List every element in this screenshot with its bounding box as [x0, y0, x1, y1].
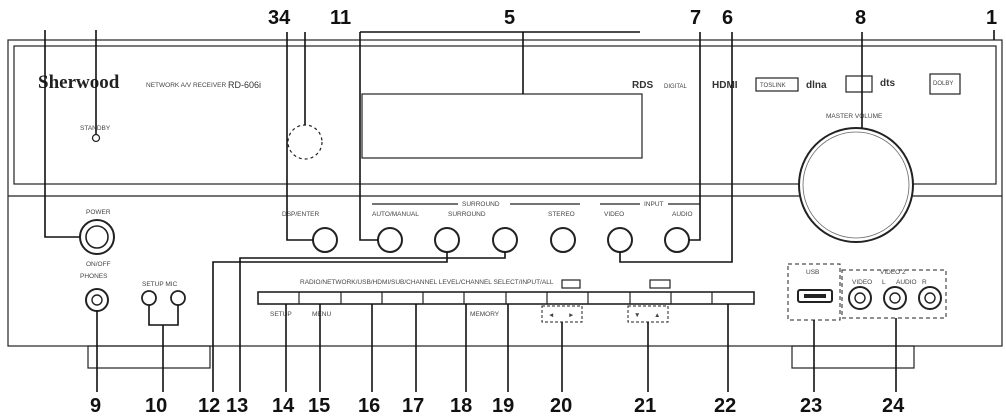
power-button-inner — [85, 225, 109, 249]
leader-lines-top — [44, 30, 995, 263]
auto-manual-button[interactable] — [377, 227, 403, 253]
video2-l-label: L — [882, 279, 886, 286]
surround-prev-label: SURROUND — [448, 211, 486, 218]
tuner-indicator-left — [561, 279, 581, 289]
button-strip — [257, 291, 755, 305]
video2-audio-label: AUDIO — [896, 279, 917, 286]
video2-label: VIDEO 2 — [880, 269, 906, 276]
toslink-logo-box — [755, 77, 799, 92]
input-group-label: INPUT — [644, 201, 664, 208]
callouts-bottom: 9 10 12 13 14 15 16 17 18 19 20 21 22 23… — [90, 395, 905, 417]
setup-mic-label: SETUP MIC — [142, 281, 178, 288]
hdmi-logo: HDMI — [712, 80, 738, 91]
callout-15: 15 — [308, 395, 330, 417]
svg-text:▲: ▲ — [654, 312, 660, 319]
callouts-top: 34 11 5 7 6 8 1 — [268, 7, 997, 29]
dts-logo: dts — [880, 78, 895, 89]
callout-8: 8 — [855, 7, 866, 29]
callout-23: 23 — [800, 395, 822, 417]
svg-text:►: ► — [568, 312, 574, 319]
video-label: VIDEO — [604, 211, 624, 218]
dlna-logo: dlna — [806, 80, 827, 91]
setup-mic-jack-2[interactable] — [170, 290, 186, 306]
product-name: NETWORK A/V RECEIVER — [146, 82, 226, 89]
onoff-label: ON/OFF — [86, 261, 111, 268]
master-volume-label: MASTER VOLUME — [826, 113, 883, 120]
video-input-button[interactable] — [607, 227, 633, 253]
audio-input-button[interactable] — [664, 227, 690, 253]
callout-17: 17 — [402, 395, 424, 417]
callout-1: 1 — [986, 7, 997, 29]
phones-jack[interactable] — [85, 288, 109, 312]
surround-next-button[interactable] — [492, 227, 518, 253]
callout-20: 20 — [550, 395, 572, 417]
callout-14: 14 — [272, 395, 295, 417]
display-window — [361, 93, 643, 159]
callout-6: 6 — [722, 7, 733, 29]
brand-logo: Sherwood — [38, 72, 120, 93]
remote-sensor — [287, 124, 323, 160]
power-label: POWER — [86, 209, 111, 216]
callout-5: 5 — [504, 7, 515, 29]
callout-16: 16 — [358, 395, 380, 417]
svg-text:▼: ▼ — [634, 312, 640, 319]
usb-port-contact — [804, 294, 826, 298]
audio-label: AUDIO — [672, 211, 693, 218]
callout-9: 9 — [90, 395, 101, 417]
video2-audio-l-jack[interactable] — [883, 286, 907, 310]
svg-text:◄: ◄ — [548, 312, 554, 319]
rds-logo: RDS — [632, 80, 653, 91]
video2-audio-r-jack[interactable] — [918, 286, 942, 310]
digital-logo: DIGITAL — [664, 84, 688, 90]
format-logos: RDS DIGITAL HDMI TOSLINK dlna dts DOLBY — [632, 73, 961, 95]
usb-label: USB — [806, 269, 819, 276]
callout-13: 13 — [226, 395, 248, 417]
flag-logo — [845, 75, 873, 93]
stereo-button[interactable] — [550, 227, 576, 253]
setup-label: SETUP — [270, 311, 292, 318]
callout-22: 22 — [714, 395, 736, 417]
callout-19: 19 — [492, 395, 514, 417]
callout-11: 11 — [330, 7, 351, 29]
phones-jack-inner — [91, 294, 103, 306]
dsp-label: DSP/ENTER — [282, 211, 320, 218]
tuner-indicator-right — [649, 279, 671, 289]
dolby-logo: DOLBY — [933, 81, 953, 87]
callout-10: 10 — [145, 395, 167, 417]
strip-label: RADIO/NETWORK/USB/HDMI/SUB/CHANNEL LEVEL… — [300, 279, 554, 286]
master-volume-knob-inner — [802, 131, 910, 239]
surround-group-label: SURROUND — [462, 201, 500, 208]
dsp-enter-button[interactable] — [312, 227, 338, 253]
memory-label: MEMORY — [470, 311, 500, 318]
callout-24: 24 — [882, 395, 905, 417]
master-volume-knob[interactable] — [798, 127, 914, 243]
dolby-logo-box — [929, 73, 961, 95]
standby-indicator — [91, 133, 101, 143]
stereo-label: STEREO — [548, 211, 575, 218]
callout-7: 7 — [690, 7, 701, 29]
callout-18: 18 — [450, 395, 472, 417]
video2-video-jack[interactable] — [848, 286, 872, 310]
callout-12: 12 — [198, 395, 220, 417]
phones-label: PHONES — [80, 273, 108, 280]
chassis-outline — [7, 39, 1003, 347]
surround-prev-button[interactable] — [434, 227, 460, 253]
video2-input-group — [841, 269, 947, 319]
video2-r-label: R — [922, 279, 927, 286]
upper-panel — [13, 45, 997, 185]
callout-21: 21 — [634, 395, 656, 417]
setup-mic-jack-1[interactable] — [141, 290, 157, 306]
menu-label: MENU — [312, 311, 331, 318]
left-foot — [87, 345, 211, 369]
toslink-logo: TOSLINK — [760, 83, 786, 89]
model-number: RD-606i — [228, 80, 261, 90]
callout-34: 34 — [268, 7, 291, 29]
video2-video-label: VIDEO — [852, 279, 872, 286]
auto-manual-label: AUTO/MANUAL — [372, 211, 419, 218]
leader-lines-bottom — [96, 252, 897, 392]
